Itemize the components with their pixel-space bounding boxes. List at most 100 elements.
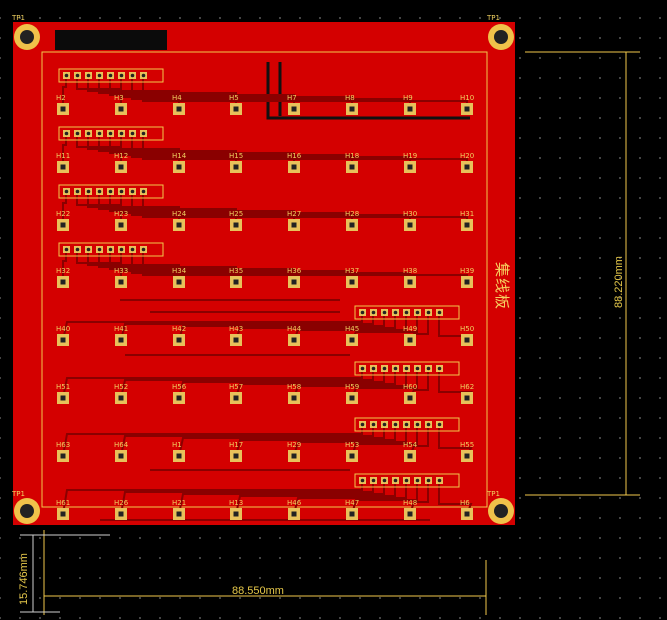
header-pin-drill [141,189,146,194]
header-pad-drill [118,337,124,343]
header-pin-drill [426,366,431,371]
header-label: H15 [229,152,244,160]
header-label: H49 [403,325,418,333]
header-pin-drill [404,478,409,483]
trace [62,480,363,515]
mounting-hole-drill [20,504,34,518]
header-pad-drill [407,453,413,459]
header-label: H29 [287,441,302,449]
connector-header [58,184,164,199]
header-pin-drill [437,478,442,483]
header-label: H26 [114,499,129,507]
header-pin-drill [404,310,409,315]
header-label: H51 [56,383,71,391]
header-pad-drill [60,106,66,112]
header-pad-drill [118,511,124,517]
header-pad-drill [233,222,239,228]
header-label: H10 [460,94,475,102]
header-pin-drill [75,189,80,194]
header-pad-drill [291,106,297,112]
header-pin-drill [415,478,420,483]
connector-header [58,126,164,141]
header-label: H50 [460,325,475,333]
header-pad-drill [407,337,413,343]
header-label: H48 [403,499,418,507]
header-pad-drill [233,395,239,401]
trace [293,424,407,457]
header-label: H23 [114,210,129,218]
header-pad-drill [349,511,355,517]
header-pin-drill [382,422,387,427]
header-label: H54 [403,441,418,449]
header-pad-drill [349,453,355,459]
header-label: H30 [403,210,418,218]
header-label: H44 [287,325,302,333]
header-label: H53 [345,441,360,449]
header-label: H7 [287,94,297,102]
header-label: H40 [56,325,71,333]
connector-header [354,361,460,376]
header-label: H20 [460,152,475,160]
connector-header [58,68,164,83]
header-pin-drill [97,247,102,252]
header-pad-drill [291,511,297,517]
header-label: H43 [229,325,244,333]
header-pin-drill [86,73,91,78]
header-pin-drill [404,422,409,427]
header-pin-drill [404,366,409,371]
header-pin-drill [86,247,91,252]
header-pin-drill [415,310,420,315]
connector-header [58,242,164,257]
header-label: H31 [460,210,475,218]
header-label: H11 [56,152,71,160]
header-pad-drill [233,279,239,285]
trace [62,368,363,399]
header-label: H32 [56,267,71,275]
mounting-hole-drill [20,30,34,44]
header-pin-drill [119,189,124,194]
header-pad-drill [464,395,470,401]
header-pad-drill [464,222,470,228]
board-outline [41,51,488,508]
header-label: H19 [403,152,418,160]
testpoint-label: TP1 [487,490,500,498]
header-pad-drill [233,511,239,517]
header-pad-drill [349,222,355,228]
testpoint-label: TP1 [12,14,25,22]
header-pad-drill [118,222,124,228]
header-pin-drill [371,366,376,371]
header-label: H56 [172,383,187,391]
header-pin-drill [97,73,102,78]
header-pin-drill [97,189,102,194]
logo-block [55,30,167,50]
header-pin-drill [97,131,102,136]
header-pin-drill [64,73,69,78]
header-pin-drill [86,131,91,136]
header-pin-drill [382,366,387,371]
header-pin-drill [141,247,146,252]
header-pad-drill [60,511,66,517]
header-pin-drill [393,422,398,427]
header-pin-drill [360,422,365,427]
trace [120,480,374,515]
trace [62,133,67,167]
header-label: H52 [114,383,129,391]
width-dimension-label: 88.550mm [232,585,284,597]
trace [62,424,363,457]
header-pad-drill [464,511,470,517]
header-pad-drill [233,337,239,343]
header-pin-drill [371,310,376,315]
header-pad-drill [233,106,239,112]
header-pad-drill [349,395,355,401]
header-pin-drill [141,73,146,78]
header-label: H57 [229,383,244,391]
small-dimension-label: 15.746mm [18,553,30,605]
header-label: H2 [56,94,66,102]
height-dimension-label: 88.220mm [613,256,625,308]
trace [62,191,67,225]
header-pad-drill [349,337,355,343]
header-pin-drill [437,366,442,371]
header-pad-drill [118,164,124,170]
trace [62,249,67,282]
